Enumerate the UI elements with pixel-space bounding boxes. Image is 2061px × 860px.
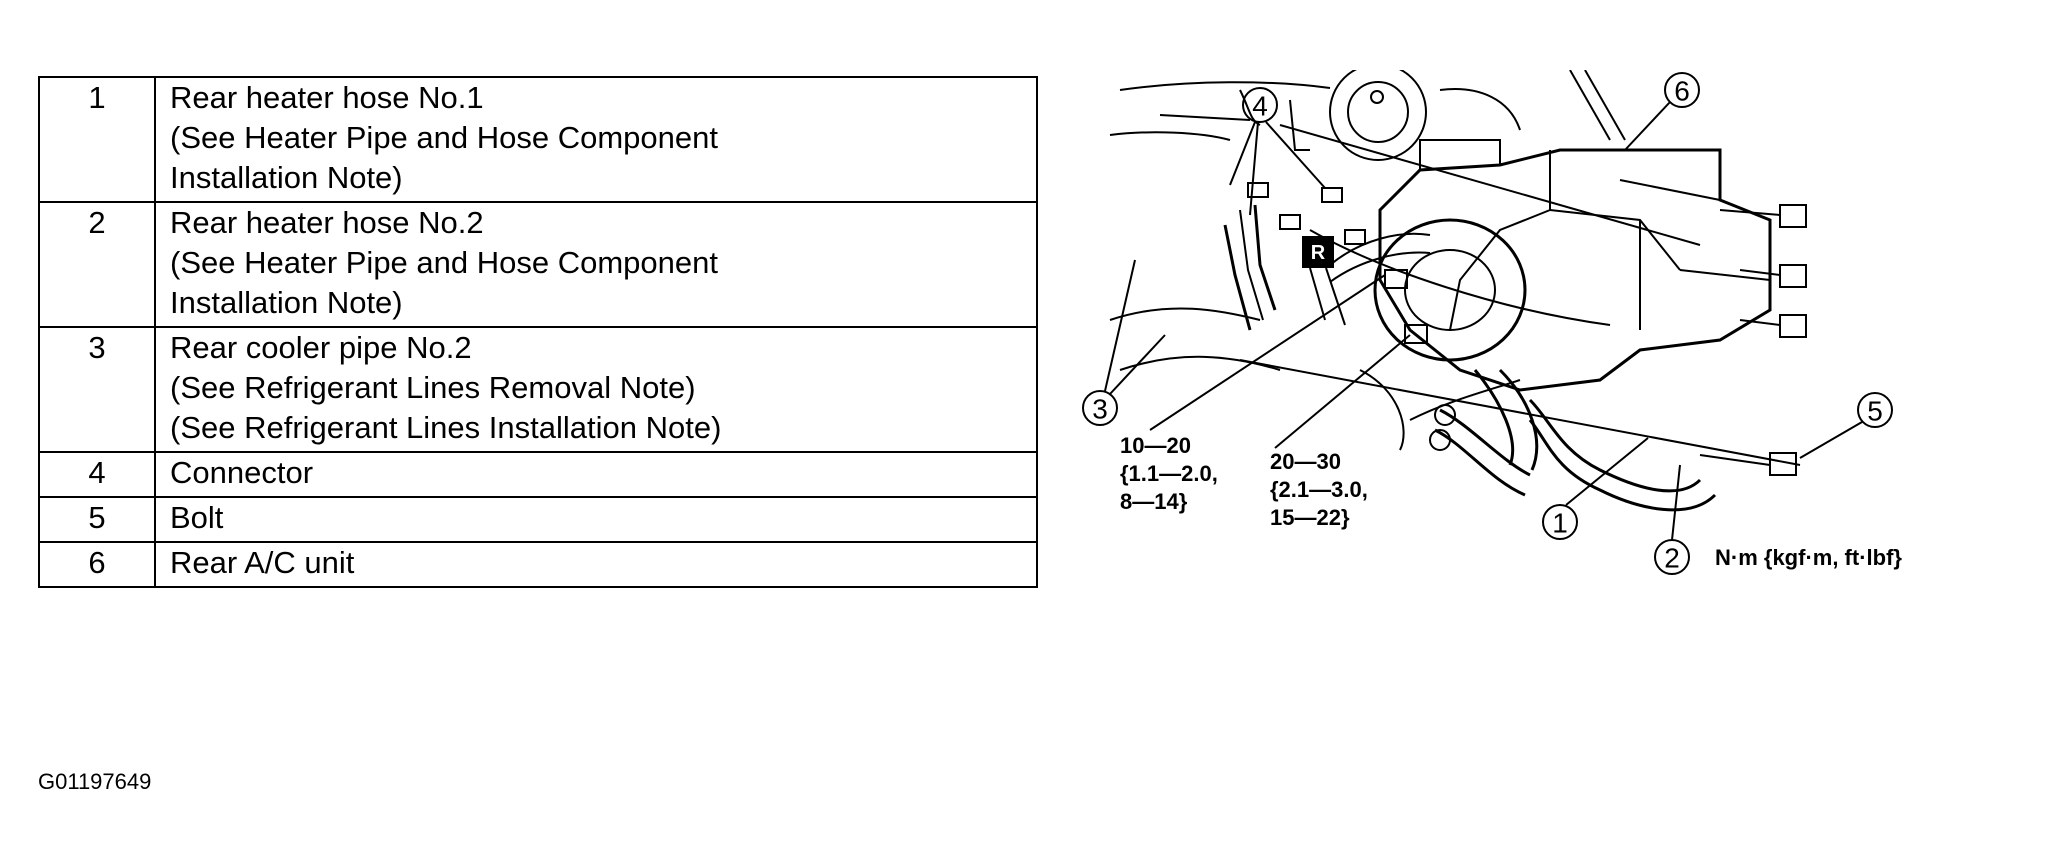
callout-4-number: 4: [1252, 91, 1268, 122]
legend-row: 4 Connector: [38, 451, 1038, 498]
torque-a-line-1: 10—20: [1120, 433, 1191, 458]
torque-spec-a: 10—20 {1.1—2.0, 8—14}: [1120, 433, 1218, 514]
parts-legend-table: 1 Rear heater hose No.1 (See Heater Pipe a…: [38, 76, 1038, 588]
rear-ac-unit-diagram: 4 6 3 5 1 2 R 10—20 {1.: [1082, 70, 1902, 575]
legend-item-number: 2: [38, 201, 156, 328]
callout-2-number: 2: [1664, 543, 1680, 574]
legend-item-description: Rear cooler pipe No.2 (See Refrigerant Li…: [154, 326, 1038, 453]
torque-b-leader: [1274, 334, 1411, 449]
legend-item-description: Bolt: [154, 496, 1038, 543]
torque-b-line-1: 20—30: [1270, 449, 1341, 474]
legend-row: 6 Rear A/C unit: [38, 541, 1038, 588]
bolt-upper: [1719, 204, 1807, 228]
legend-description-line: (See Refrigerant Lines Removal Note): [170, 370, 696, 405]
bolt-lower: [1739, 314, 1807, 338]
legend-row: 5 Bolt: [38, 496, 1038, 543]
legend-row: 1 Rear heater hose No.1 (See Heater Pipe a…: [38, 76, 1038, 203]
legend-description-line: (See Heater Pipe and Hose Component: [170, 245, 718, 280]
callout-1-number: 1: [1552, 508, 1568, 539]
legend-item-number: 1: [38, 76, 156, 203]
legend-item-description: Connector: [154, 451, 1038, 498]
callout-3: 3: [1082, 259, 1166, 426]
r-badge-label: R: [1311, 242, 1326, 264]
bolt-middle: [1739, 264, 1807, 288]
callout-2: 2: [1654, 464, 1690, 575]
legend-item-description: Rear heater hose No.1 (See Heater Pipe an…: [154, 76, 1038, 203]
legend-description-line: (See Heater Pipe and Hose Component: [170, 120, 718, 155]
torque-a-line-3: 8—14}: [1120, 489, 1188, 514]
legend-description-line: Rear A/C unit: [170, 545, 355, 580]
callout-6: 6: [1624, 72, 1700, 151]
torque-spec-b: 20—30 {2.1—3.0, 15—22}: [1270, 449, 1368, 530]
legend-description-line: Installation Note): [170, 285, 403, 320]
r-badge: R: [1302, 236, 1346, 326]
torque-a-line-2: {1.1—2.0,: [1120, 461, 1218, 486]
torque-units-label: N·m {kgf·m, ft·lbf}: [1715, 545, 1902, 570]
legend-row: 3 Rear cooler pipe No.2 (See Refrigerant L…: [38, 326, 1038, 453]
callout-5-number: 5: [1867, 396, 1883, 427]
torque-b-line-3: 15—22}: [1270, 505, 1350, 530]
legend-item-description: Rear A/C unit: [154, 541, 1038, 588]
legend-description-line: Installation Note): [170, 160, 403, 195]
torque-a-leader: [1149, 274, 1386, 431]
figure-id: G01197649: [38, 769, 152, 794]
legend-row: 2 Rear heater hose No.2 (See Heater Pipe a…: [38, 201, 1038, 328]
legend-description-line: Connector: [170, 455, 314, 490]
bolt-bottom: [1699, 452, 1797, 476]
legend-description-line: Rear cooler pipe No.2: [170, 330, 472, 365]
callout-4: 4: [1229, 87, 1326, 216]
legend-item-description: Rear heater hose No.2 (See Heater Pipe an…: [154, 201, 1038, 328]
callout-5: 5: [1799, 392, 1893, 459]
diagram-artwork: [1109, 70, 1807, 512]
legend-description-line: (See Refrigerant Lines Installation Note…: [170, 410, 722, 445]
callout-3-number: 3: [1092, 394, 1108, 425]
legend-item-number: 3: [38, 326, 156, 453]
legend-description-line: Rear heater hose No.1: [170, 80, 484, 115]
legend-item-number: 5: [38, 496, 156, 543]
legend-item-number: 4: [38, 451, 156, 498]
legend-description-line: Bolt: [170, 500, 224, 535]
callout-1: 1: [1542, 437, 1649, 540]
legend-description-line: Rear heater hose No.2: [170, 205, 484, 240]
legend-item-number: 6: [38, 541, 156, 588]
torque-b-line-2: {2.1—3.0,: [1270, 477, 1368, 502]
callout-6-number: 6: [1674, 76, 1690, 107]
